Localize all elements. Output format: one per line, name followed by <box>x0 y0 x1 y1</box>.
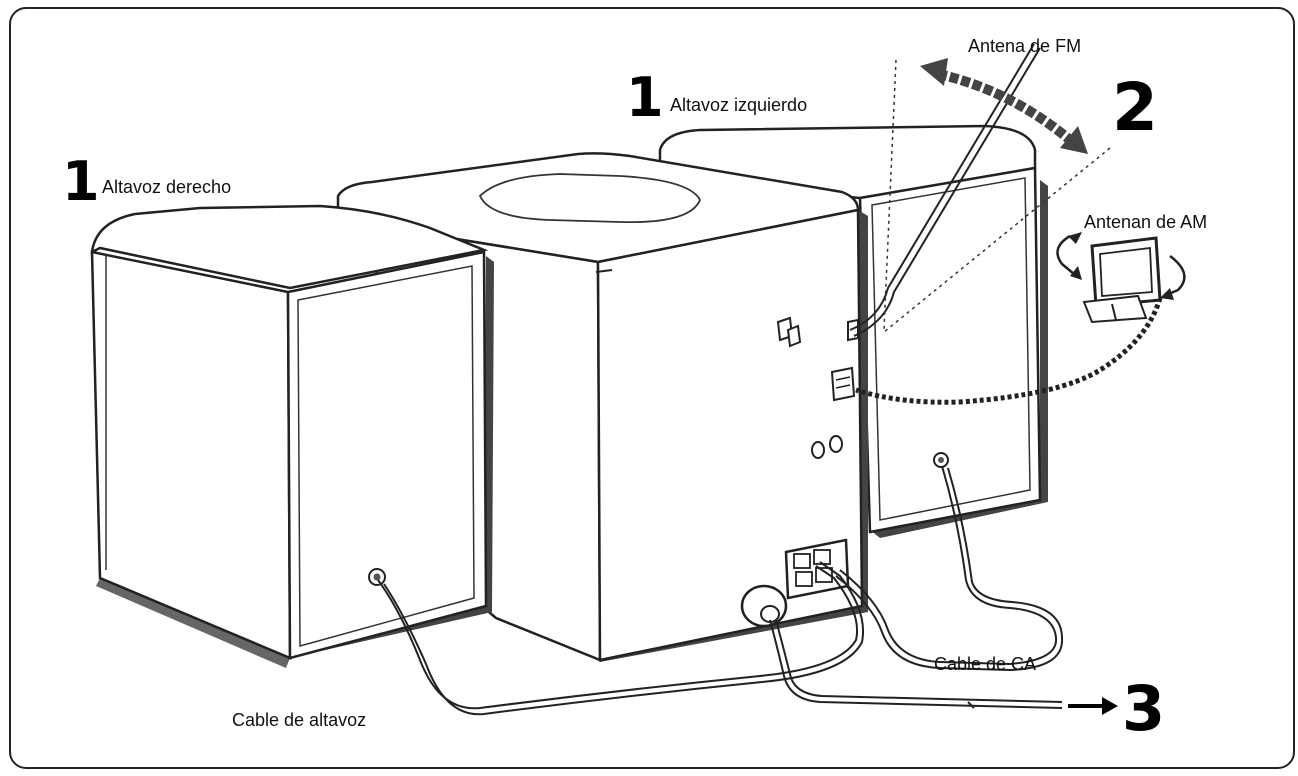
step-number-ac-cable: 3 <box>1122 672 1165 745</box>
label-fm-antenna: Antena de FM <box>968 36 1081 56</box>
label-left-speaker: Altavoz izquierdo <box>670 95 807 115</box>
label-right-speaker: Altavoz derecho <box>102 177 231 197</box>
step-number-right-speaker: 1 <box>62 150 100 213</box>
label-speaker-cable: Cable de altavoz <box>232 710 366 730</box>
step-number-antennas: 2 <box>1112 69 1158 146</box>
right-speaker <box>92 206 494 668</box>
step-number-left-speaker: 1 <box>626 66 664 129</box>
label-am-antenna: Antenan de AM <box>1084 212 1207 232</box>
label-ac-cable: Cable de CA <box>934 654 1036 674</box>
